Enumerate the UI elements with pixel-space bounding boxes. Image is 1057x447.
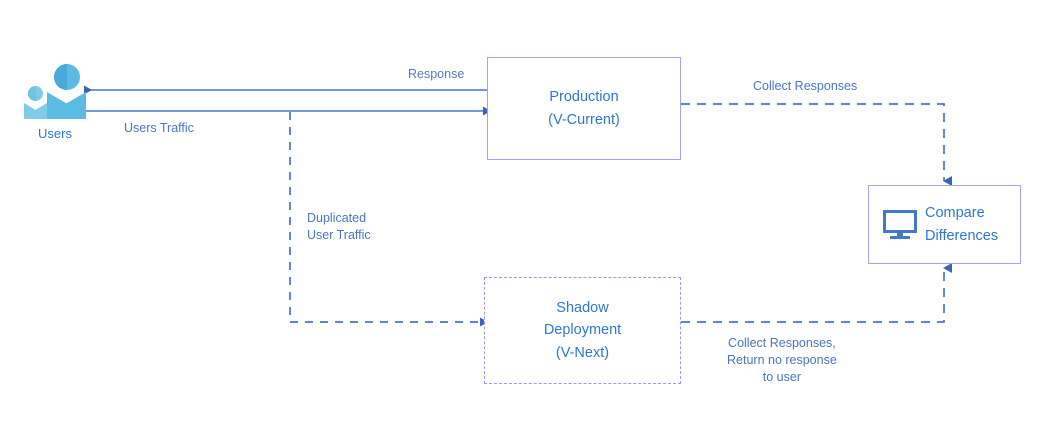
edge-label-users-traffic: Users Traffic [124, 121, 194, 135]
user-large-head-icon [54, 64, 80, 90]
user-small-head-icon [28, 86, 43, 101]
monitor-icon [883, 209, 917, 240]
monitor-base-icon [890, 236, 910, 240]
monitor-neck-icon [897, 232, 903, 237]
users-icon [24, 64, 86, 120]
edge-label-duplicated-user-traffic: Duplicated User Traffic [307, 211, 371, 242]
production-node[interactable]: Production (V-Current) [487, 57, 681, 160]
monitor-screen-icon [883, 209, 917, 233]
users-caption: Users [38, 126, 72, 141]
shadow-deployment-node[interactable]: Shadow Deployment (V-Next) [484, 277, 681, 384]
shadow-deployment-node-label: Shadow Deployment (V-Next) [543, 299, 622, 361]
compare-differences-node-label: Compare Differences [925, 205, 999, 244]
edge-collect-responses-shadow-line [681, 263, 952, 323]
edge-label-response: Response [408, 67, 465, 81]
user-large-body-icon [47, 92, 86, 119]
edge-collect-responses-production-line [681, 103, 952, 186]
edge-label-collect-responses: Collect Responses [753, 79, 858, 93]
production-node-label: Production (V-Current) [548, 89, 620, 128]
user-small-body-icon [24, 103, 47, 119]
edge-label-collect-responses-return: Collect Responses, Return no response to… [727, 336, 837, 384]
edge-duplicated-traffic-line [289, 112, 488, 327]
compare-differences-node[interactable]: Compare Differences [868, 185, 1021, 264]
users-actor: Users [15, 64, 95, 150]
